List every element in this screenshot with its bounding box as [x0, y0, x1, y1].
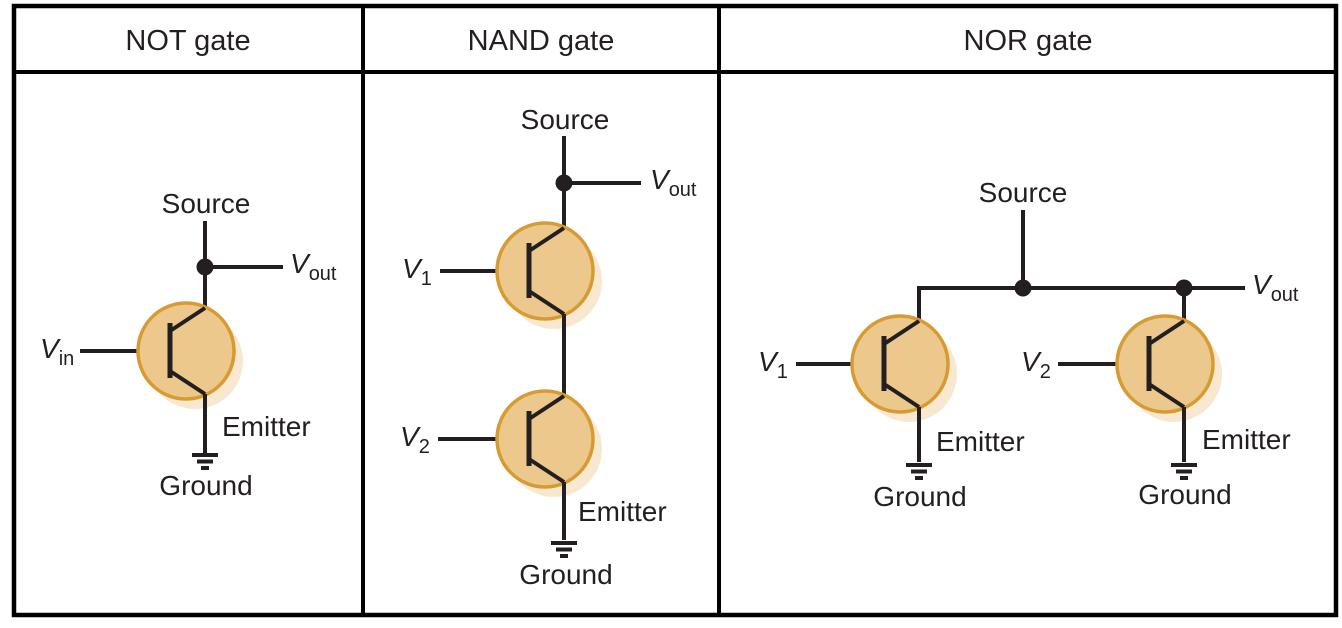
nor-vout-symbol: V	[1252, 269, 1273, 300]
header-nand-gate: NAND gate	[468, 25, 615, 57]
transistor-collector	[882, 319, 921, 346]
nor-transistor-q1	[850, 314, 957, 422]
header-not-gate: NOT gate	[125, 25, 250, 57]
nor-vout-subscript: out	[1271, 284, 1299, 306]
nand-junction-dot	[555, 174, 573, 192]
not-vout-symbol: V	[290, 248, 311, 279]
nor-junction-dot-right	[1175, 279, 1193, 297]
nor-right-ground-label: Ground	[1138, 479, 1231, 510]
nor-v1-label: V1	[758, 346, 788, 383]
not-vin-label: Vin	[40, 333, 74, 370]
nand-ground-label: Ground	[519, 559, 612, 590]
not-vout-label: Vout	[290, 248, 337, 285]
transistor-collector	[168, 306, 207, 333]
nor-left-ground-symbol	[906, 463, 932, 480]
nand-ground-symbol	[551, 541, 577, 558]
transistor-collector	[527, 394, 566, 421]
nor-source-label: Source	[979, 177, 1068, 208]
nand-transistor-q1	[495, 221, 602, 329]
not-vin-subscript: in	[59, 348, 75, 370]
not-gate-circuit: Source Vout Vin Emitter Ground	[40, 188, 337, 501]
nor-output-bus	[917, 286, 1245, 321]
not-source-label: Source	[162, 188, 251, 219]
table-outer-border	[11, 3, 1339, 618]
transistor-body	[495, 389, 595, 489]
not-ground-label: Ground	[159, 470, 252, 501]
transistor-emitter	[168, 369, 207, 396]
nand-v2-label: V2	[400, 421, 430, 458]
transistor-body	[136, 301, 236, 401]
nand-vout-symbol: V	[650, 164, 671, 195]
nand-v1-symbol: V	[402, 253, 423, 284]
transistor-body	[850, 314, 950, 414]
nand-vout-label: Vout	[650, 164, 697, 201]
nor-gate-circuit: Source Vout V1 Emitter Ground V2	[758, 177, 1299, 512]
nor-junction-dot-source	[1014, 279, 1032, 297]
nand-gate-circuit: Source Vout V1 V2 Emitte	[400, 104, 697, 590]
not-emitter-label: Emitter	[222, 411, 311, 442]
nor-v1-subscript: 1	[777, 361, 788, 383]
nor-transistor-q2	[1115, 314, 1222, 422]
transistor-body	[1115, 314, 1215, 414]
transistor-emitter	[527, 457, 566, 484]
not-ground-symbol	[192, 453, 218, 470]
nor-left-ground-label: Ground	[873, 481, 966, 512]
not-vin-symbol: V	[40, 333, 61, 364]
nor-v2-label: V2	[1021, 346, 1051, 383]
nor-right-ground-symbol	[1171, 463, 1197, 480]
nand-vout-subscript: out	[669, 179, 697, 201]
nand-transistor-q2	[495, 389, 602, 497]
nor-v2-symbol: V	[1021, 346, 1042, 377]
nor-right-emitter-label: Emitter	[1202, 424, 1291, 455]
not-transistor	[136, 301, 243, 409]
not-junction-dot	[196, 258, 214, 276]
nand-v1-subscript: 1	[421, 268, 432, 290]
nand-v2-symbol: V	[400, 421, 421, 452]
transistor-body	[495, 221, 595, 321]
header-nor-gate: NOR gate	[964, 25, 1093, 57]
nor-vout-label: Vout	[1252, 269, 1299, 306]
transistor-emitter	[527, 289, 566, 316]
not-vout-subscript: out	[309, 263, 337, 285]
transistor-emitter	[1147, 382, 1186, 409]
nor-v1-symbol: V	[758, 346, 779, 377]
nand-v1-label: V1	[402, 253, 432, 290]
transistor-emitter	[882, 382, 921, 409]
nand-emitter-label: Emitter	[578, 496, 667, 527]
nor-left-emitter-label: Emitter	[936, 426, 1025, 457]
nand-v2-subscript: 2	[419, 436, 430, 458]
nor-v2-subscript: 2	[1040, 361, 1051, 383]
nand-source-label: Source	[521, 104, 610, 135]
transistor-collector	[1147, 319, 1186, 346]
transistor-collector	[527, 226, 566, 253]
